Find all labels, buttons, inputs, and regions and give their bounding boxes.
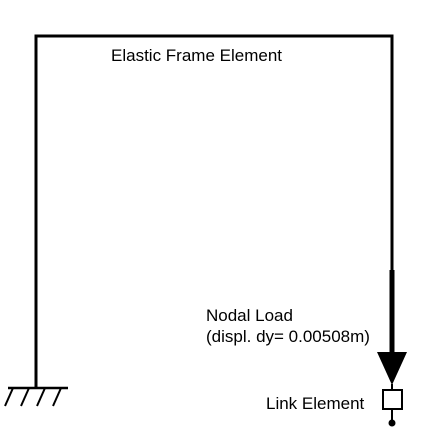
pin-node-icon (388, 409, 396, 427)
nodal-load-displacement-label: (displ. dy= 0.00508m) (206, 327, 370, 346)
link-element-label: Link Element (266, 394, 365, 413)
frame-element-label: Elastic Frame Element (111, 46, 282, 65)
square-link-icon (382, 384, 403, 410)
nodal-load-label: Nodal Load (206, 306, 293, 325)
arrow-down-icon (377, 270, 407, 385)
fixed-support-hatch-icon (4, 386, 68, 407)
